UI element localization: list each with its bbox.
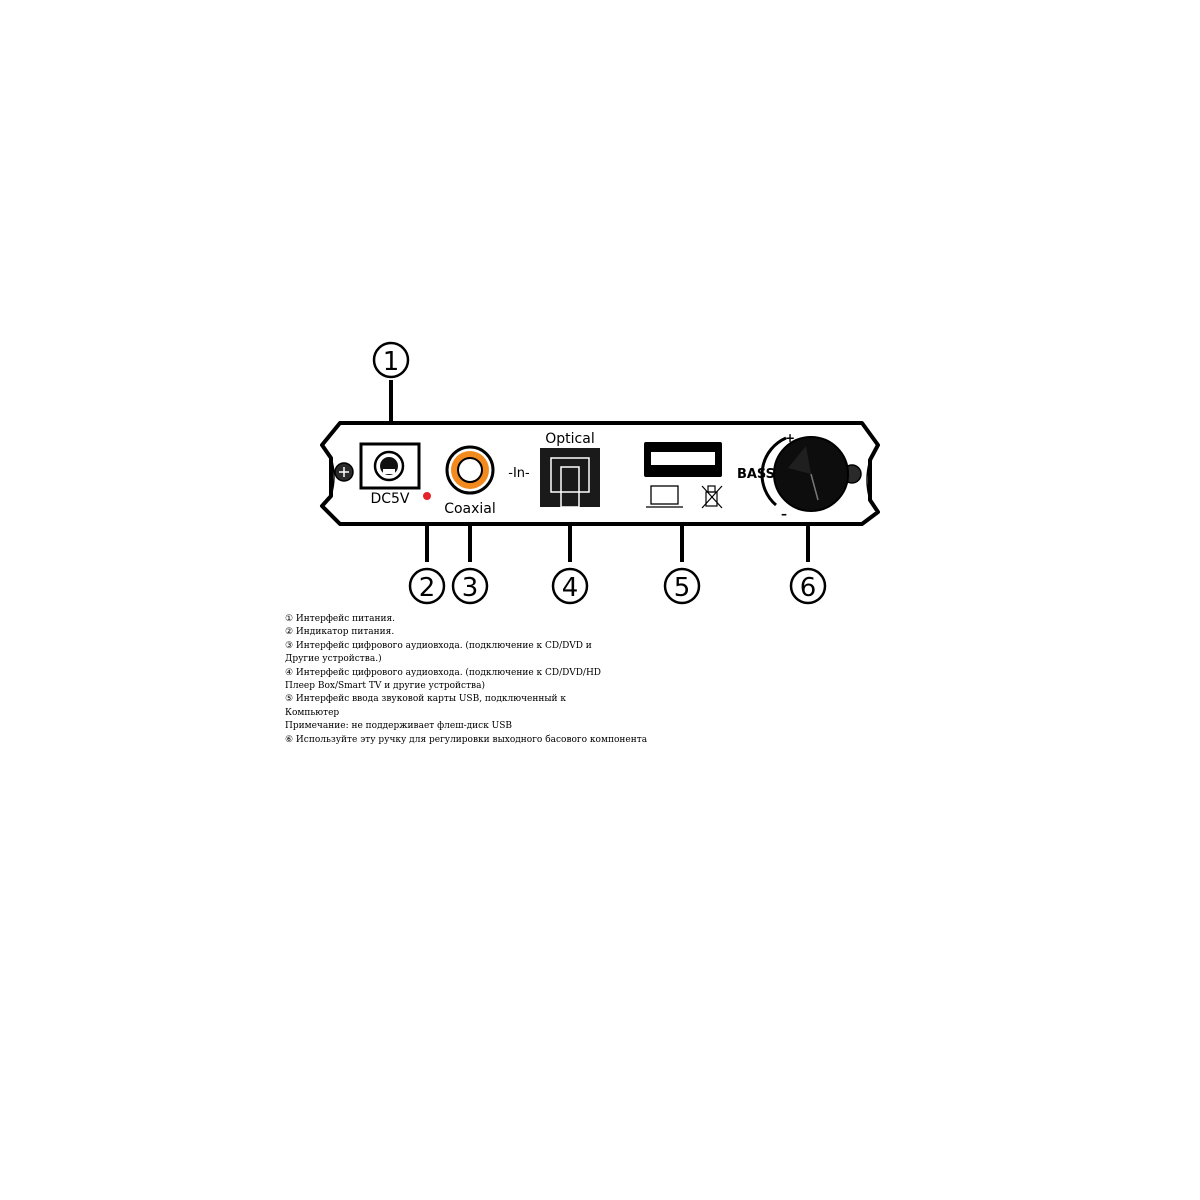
laptop-icon — [646, 485, 683, 508]
callout-number: 3 — [462, 573, 479, 603]
note-line: ⑥ Используйте эту ручку для регулировки … — [285, 734, 648, 745]
note-line: ① Интерфейс питания. — [285, 614, 395, 624]
callout-6: 6 — [789, 567, 827, 605]
note-line: ③ Интерфейс цифрового аудиовхода. (подкл… — [285, 640, 592, 651]
bass-minus-label: – — [781, 507, 787, 521]
power-led — [423, 492, 431, 500]
notes-block: ① Интерфейс питания. ② Индикатор питания… — [285, 613, 705, 747]
note-line: Примечание: не поддерживает флеш-диск US… — [285, 721, 513, 732]
optical-input — [540, 448, 600, 508]
note-line: Компьютер — [285, 707, 340, 718]
coaxial-input — [445, 445, 495, 495]
crossed-usb-drive-icon — [701, 485, 723, 509]
bass-scale-arc — [760, 436, 787, 507]
input-label: -In- — [508, 466, 530, 481]
note-line: ⑤ Интерфейс ввода звуковой карты USB, по… — [285, 694, 566, 705]
screw-icon — [334, 462, 354, 482]
callout-4: 4 — [551, 567, 589, 605]
bass-label: BASS — [737, 467, 775, 482]
callout-3: 3 — [451, 567, 489, 605]
callout-1: 1 — [372, 341, 410, 379]
note-line: ② Индикатор питания. — [285, 627, 395, 638]
callout-leaders — [389, 380, 810, 562]
dc-label: DC5V — [370, 491, 409, 507]
bass-plus-label: + — [785, 431, 795, 445]
callout-number: 6 — [800, 573, 817, 603]
coaxial-label: Coaxial — [444, 501, 496, 517]
dc-power-jack — [359, 442, 421, 490]
note-line: ④ Интерфейс цифрового аудиовхода. (подкл… — [285, 667, 602, 678]
callout-number: 1 — [383, 347, 400, 377]
callout-number: 5 — [674, 573, 691, 603]
usb-port — [644, 442, 722, 477]
callout-number: 2 — [419, 573, 436, 603]
callout-2: 2 — [408, 567, 446, 605]
note-line: Плеер Box/Smart TV и другие устройства) — [285, 681, 486, 692]
callout-number: 4 — [562, 573, 579, 603]
bass-knob — [773, 436, 862, 512]
callout-5: 5 — [663, 567, 701, 605]
note-line: Другие устройства.) — [285, 654, 382, 665]
optical-label: Optical — [545, 431, 594, 447]
